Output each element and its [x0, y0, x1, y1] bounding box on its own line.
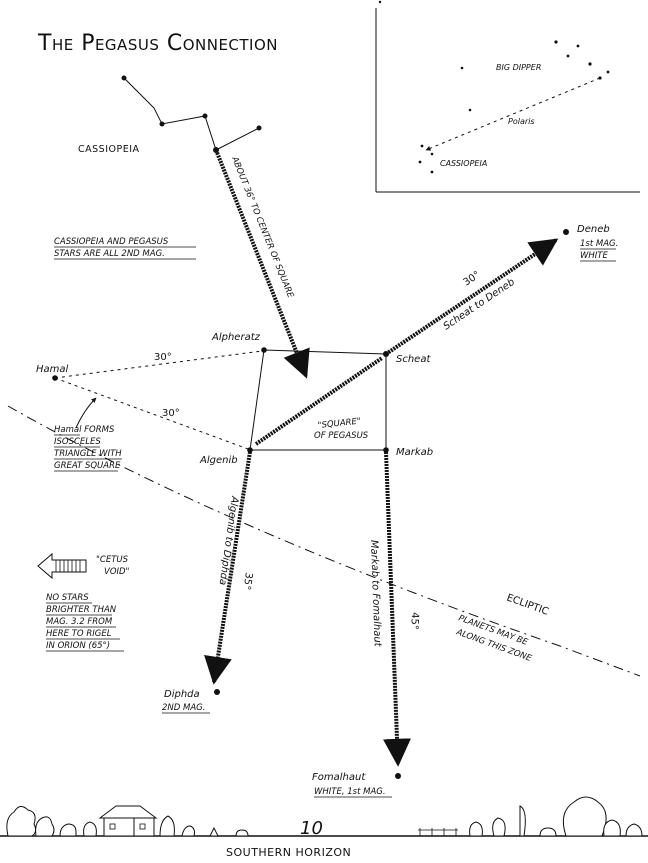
- inset-panel: BIG DIPPER Polaris CASSIOPEIA: [375, 0, 640, 193]
- void-note-line1: NO STARS: [46, 593, 89, 603]
- southern-horizon-label: SOUTHERN HORIZON: [226, 846, 351, 859]
- hamal-note-line3: TRIANGLE WITH: [54, 449, 122, 459]
- chart-title: The Pegasus Connection: [37, 31, 278, 56]
- cassiopeia-to-square-label: ABOUT 36° TO CENTER OF SQUARE: [229, 154, 296, 300]
- fomalhaut-note: WHITE, 1st MAG.: [314, 787, 386, 797]
- cassiopeia-constellation: CASSIOPEIA: [78, 75, 262, 155]
- deneb-note-color: WHITE: [580, 251, 608, 261]
- hamal-note-line2: ISOSCELES: [54, 437, 101, 447]
- alpheratz-label: Alpheratz: [211, 332, 261, 343]
- inset-polaris-label: Polaris: [508, 117, 535, 126]
- page-number: 10: [300, 818, 323, 839]
- markab-to-fomalhaut-arrow: [383, 451, 412, 767]
- algenib-to-diphda-label: Algenib to Diphda: [217, 495, 241, 586]
- algenib-to-diphda-angle: 35°: [241, 572, 254, 591]
- void-note-line2: BRIGHTER THAN: [46, 605, 117, 615]
- pegasus-mag-note-line1: CASSIOPEIA AND PEGASUS: [54, 237, 169, 247]
- horizon-landscape: [0, 796, 648, 837]
- square-label-line1: "SQUARE": [317, 417, 361, 431]
- fomalhaut-star: [395, 773, 401, 779]
- markab-to-fomalhaut-angle: 45°: [408, 612, 420, 630]
- deneb-star: [563, 229, 569, 235]
- scheat-to-deneb-arrow: [384, 238, 559, 356]
- hamal-note-line4: GREAT SQUARE: [54, 461, 121, 471]
- void-note-line5: IN ORION (65°): [46, 641, 110, 651]
- diphda-note: 2ND MAG.: [162, 703, 205, 713]
- pegasus-mag-note-line2: STARS ARE ALL 2ND MAG.: [54, 249, 165, 259]
- scheat-to-deneb-label: Scheat to Deneb: [442, 277, 517, 333]
- fomalhaut-label: Fomalhaut: [312, 772, 366, 783]
- ecliptic-label: ECLIPTIC: [505, 592, 550, 617]
- cetus-label-line2: VOID": [104, 567, 130, 577]
- void-note-line3: MAG. 3.2 FROM: [46, 617, 113, 627]
- void-note-line4: HERE TO RIGEL: [46, 629, 112, 639]
- cetus-void-arrow: [37, 552, 87, 580]
- hamal-algenib-angle: 30°: [162, 408, 180, 419]
- scheat-label: Scheat: [396, 354, 431, 365]
- scheat-to-deneb-angle: 30°: [462, 269, 483, 288]
- inset-big-dipper-label: BIG DIPPER: [496, 63, 541, 72]
- diphda-label: Diphda: [164, 689, 200, 700]
- hamal-label: Hamal: [36, 364, 69, 375]
- inset-cassiopeia-label: CASSIOPEIA: [440, 159, 487, 168]
- deneb-note-mag: 1st MAG.: [580, 239, 618, 249]
- great-square: Alpheratz Scheat Algenib Markab "SQUARE"…: [199, 332, 433, 466]
- algenib-label: Algenib: [199, 455, 238, 466]
- cassiopeia-to-square-arrow: [214, 149, 310, 379]
- deneb-label: Deneb: [577, 224, 610, 235]
- markab-label: Markab: [396, 447, 433, 458]
- hamal-note-line1: Hamal FORMS: [54, 425, 115, 435]
- square-label-line2: OF PEGASUS: [314, 431, 369, 441]
- square-diagonal: [254, 356, 384, 446]
- cetus-label-line1: "CETUS: [96, 555, 129, 565]
- diphda-star: [214, 689, 220, 695]
- hamal-alpheratz-angle: 30°: [154, 352, 172, 363]
- cassiopeia-label: CASSIOPEIA: [78, 144, 140, 155]
- markab-to-fomalhaut-label: Markab to Fomalhaut: [368, 540, 383, 648]
